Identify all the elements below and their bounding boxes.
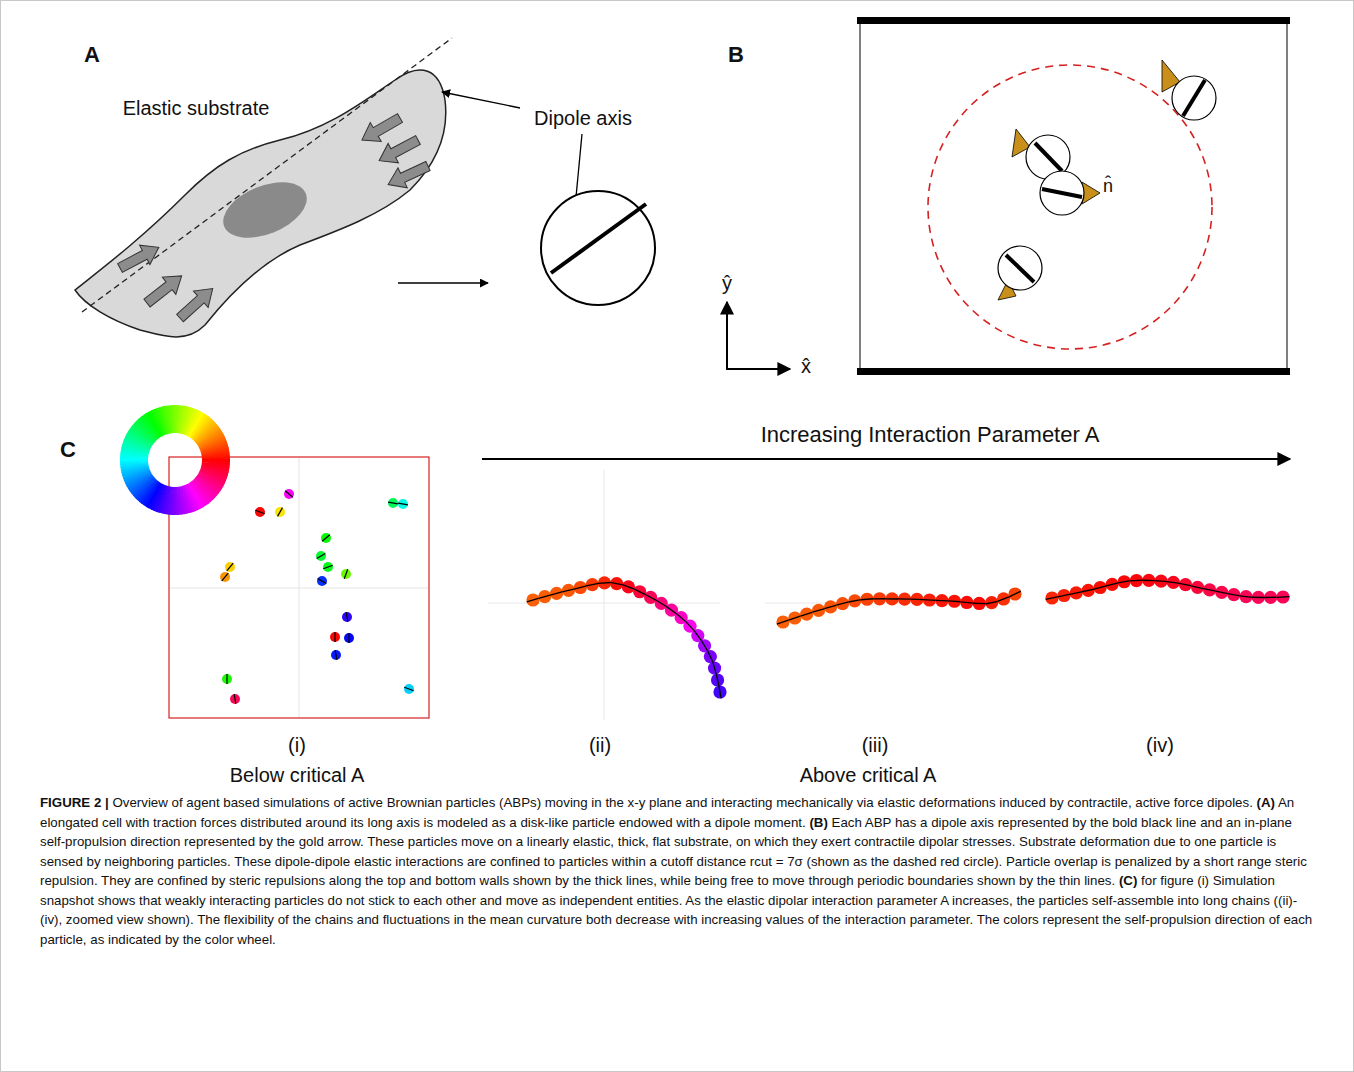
panel-letter: C xyxy=(60,437,76,462)
top-wall xyxy=(857,17,1290,24)
traction-arrows xyxy=(115,108,433,326)
figure-label: Below critical A xyxy=(230,764,365,787)
figure-label: (iv) xyxy=(1146,734,1174,757)
cell-outline xyxy=(75,70,446,337)
increasing-arrow xyxy=(482,458,1290,460)
cell-nucleus xyxy=(215,171,315,248)
model-arrow xyxy=(398,282,488,283)
figure-label: (iii) xyxy=(862,734,889,757)
figure-caption: FIGURE 2 | Overview of agent based simul… xyxy=(40,793,1316,949)
particle-snapshot xyxy=(220,489,414,704)
figure-label: x̂ xyxy=(801,355,811,378)
panel-c-illustration xyxy=(120,405,1290,720)
abp-particle xyxy=(1162,60,1216,120)
model-particle xyxy=(541,191,655,305)
cutoff-circle xyxy=(928,65,1212,349)
figure-label: n̂ xyxy=(1103,176,1113,197)
figure-label: Increasing Interaction Parameter A xyxy=(759,422,1102,447)
panel-letter: A xyxy=(84,42,100,67)
figure-label: Elastic substrate xyxy=(123,97,270,120)
color-wheel xyxy=(120,405,230,515)
figure-label: (ii) xyxy=(589,734,611,757)
abp-particle xyxy=(998,246,1042,300)
snapshot-box xyxy=(169,457,429,718)
leader-arrow xyxy=(442,92,520,108)
abp-particle xyxy=(1040,171,1100,215)
particle-chains xyxy=(526,574,1289,699)
y-axis-arrow xyxy=(726,302,728,369)
dipole-axis-line xyxy=(82,38,452,312)
figure-label: Dipole axis xyxy=(532,107,634,130)
figure-label: ŷ xyxy=(722,272,732,295)
panel-a-illustration xyxy=(75,38,655,337)
figure-label: Above critical A xyxy=(800,764,937,787)
figure-label: (i) xyxy=(288,734,306,757)
bottom-wall xyxy=(857,368,1290,375)
panel-b-illustration xyxy=(726,17,1290,375)
panel-letter: B xyxy=(728,42,744,67)
dipole-axis-bar xyxy=(551,204,646,273)
x-axis-arrow xyxy=(726,368,790,370)
